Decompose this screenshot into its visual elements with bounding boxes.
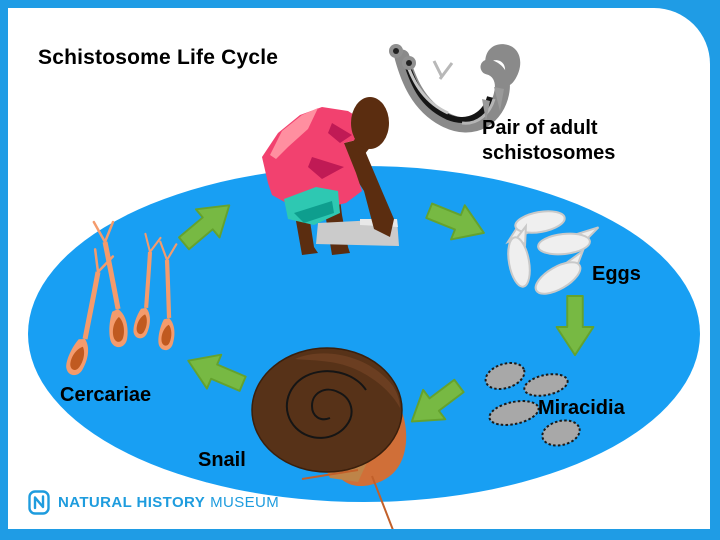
miracidium xyxy=(484,362,526,390)
nhm-logo-icon xyxy=(28,490,50,515)
egg xyxy=(534,248,585,295)
arrow-eggs-to-miracidia xyxy=(555,295,595,357)
nhm-logo-text-light: MUSEUM xyxy=(210,494,280,511)
adult-schistosomes-illustration xyxy=(389,44,521,133)
arrow-person-to-eggs xyxy=(425,202,485,241)
cercaria xyxy=(92,220,128,348)
slide-card: Schistosome Life Cycle xyxy=(8,8,710,529)
snail-tentacle xyxy=(371,475,394,529)
snail-illustration xyxy=(251,347,407,529)
arrow-miracidia-to-snail xyxy=(410,378,465,423)
label-snail: Snail xyxy=(198,449,246,471)
cercaria xyxy=(133,232,162,339)
cercariae-illustration xyxy=(66,220,178,376)
eggs-illustration xyxy=(505,210,600,295)
label-cercariae: Cercariae xyxy=(60,384,152,406)
nhm-logo-text-bold: NATURAL HISTORY xyxy=(58,494,206,511)
person-washing-illustration xyxy=(262,97,399,255)
egg xyxy=(507,223,531,288)
miracidia-illustration xyxy=(484,362,581,447)
label-eggs: Eggs xyxy=(592,263,641,285)
shell-spiral xyxy=(286,370,367,439)
snail-shell xyxy=(251,347,403,473)
person-arm xyxy=(340,139,394,237)
worm-hook-tail xyxy=(485,44,521,87)
arrow-cercariae-to-person xyxy=(178,204,231,251)
snail-tentacle xyxy=(301,469,359,480)
miracidium xyxy=(541,419,581,447)
person-head xyxy=(351,97,389,149)
cercaria xyxy=(66,248,115,376)
miracidium xyxy=(488,400,540,426)
egg xyxy=(537,226,600,256)
label-miracidia: Miracidia xyxy=(538,397,625,419)
label-adult-schistosomes: Pair of adult schistosomes xyxy=(482,117,616,164)
miracidium xyxy=(523,373,569,397)
arrow-snail-to-cercariae xyxy=(187,353,247,392)
cercaria xyxy=(158,240,178,351)
page-title: Schistosome Life Cycle xyxy=(38,46,279,69)
